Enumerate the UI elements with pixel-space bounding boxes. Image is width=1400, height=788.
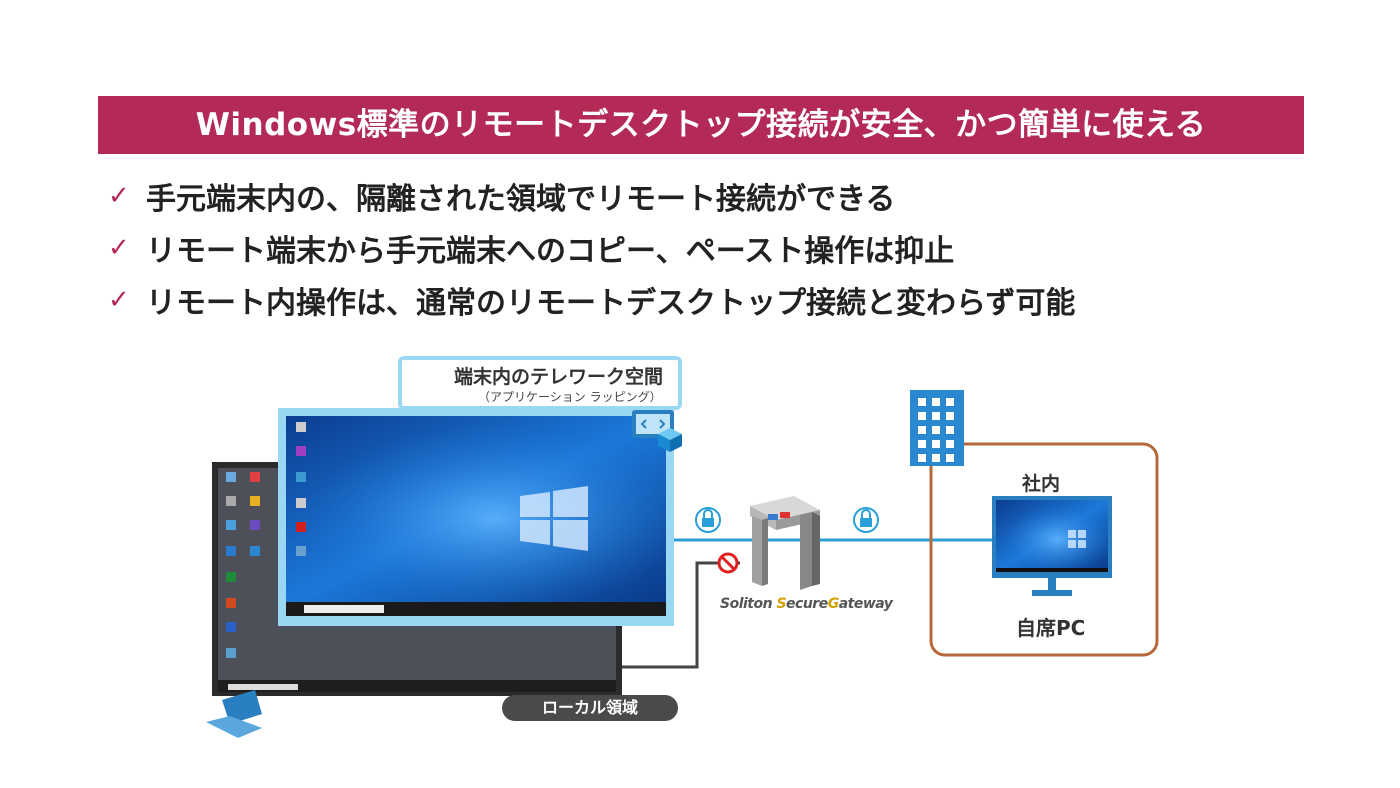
feature-text: リモート端末から手元端末へのコピー、ペースト操作は抑止 [146,234,955,269]
check-icon: ✓ [108,285,130,315]
check-icon: ✓ [108,233,130,263]
remote-desktop-icon [632,410,682,452]
lock-icon [853,507,879,533]
check-icon: ✓ [108,181,130,211]
callout-subtitle: （アプリケーション ラッピング） [478,390,662,404]
local-area-label: ローカル領域 [502,695,678,721]
office-area-box [929,442,1159,657]
feature-item: ✓ リモート内操作は、通常のリモートデスクトップ接続と変わらず可能 [108,274,1075,326]
feature-item: ✓ リモート端末から手元端末へのコピー、ペースト操作は抑止 [108,222,1075,274]
feature-text: リモート内操作は、通常のリモートデスクトップ接続と変わらず可能 [146,286,1076,321]
lock-icon [695,507,721,533]
telework-window [278,408,674,626]
banner-title: Windows標準のリモートデスクトップ接続が安全、かつ簡単に使える [98,96,1304,154]
telework-space-callout: 端末内のテレワーク空間 （アプリケーション ラッピング） [398,356,682,410]
building-icon [910,390,964,466]
office-pc-label: 自席PC [1016,616,1086,640]
office-pc-monitor [992,496,1112,596]
office-label: 社内 [1022,473,1061,495]
feature-list: ✓ 手元端末内の、隔離された領域でリモート接続ができる ✓ リモート端末から手元… [108,170,1075,326]
feature-text: 手元端末内の、隔離された領域でリモート接続ができる [146,182,896,217]
feature-item: ✓ 手元端末内の、隔離された領域でリモート接続ができる [108,170,1075,222]
callout-title: 端末内のテレワーク空間 [454,366,664,388]
gateway-label: Soliton SecureGateway [720,596,893,612]
laptop-icon [206,690,262,738]
block-icon [717,552,739,574]
gateway-icon [750,496,820,590]
